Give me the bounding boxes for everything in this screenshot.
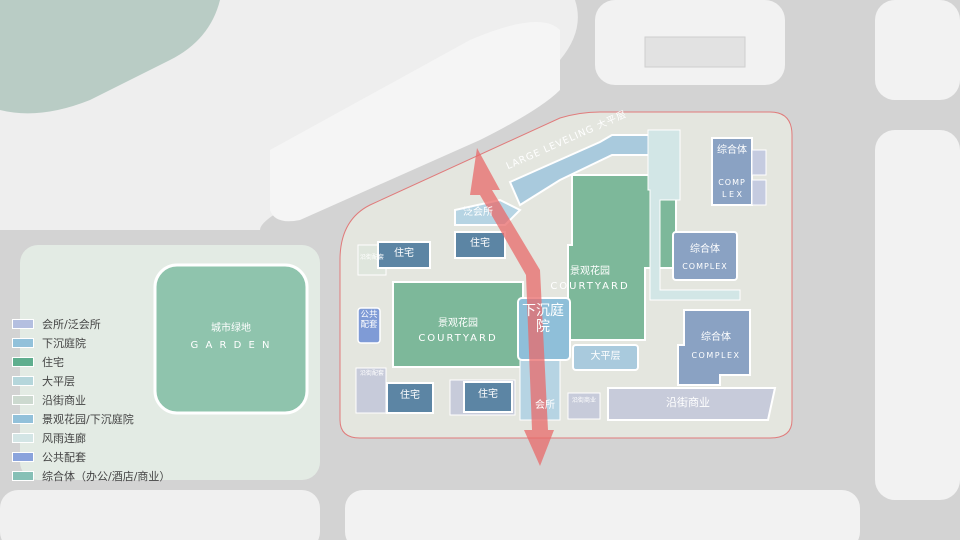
legend-label: 公共配套 xyxy=(42,450,86,464)
legend-label: 沿街商业 xyxy=(42,393,86,407)
complex-label-en: COMP xyxy=(718,178,746,187)
legend-swatch xyxy=(12,451,34,462)
legend-label: 风雨连廊 xyxy=(42,431,86,445)
legend-label: 下沉庭院 xyxy=(42,336,86,350)
residence-label: 住宅 xyxy=(400,390,420,401)
city-garden xyxy=(153,263,309,415)
public-facility-label: 公共配套 xyxy=(360,310,378,330)
complex-label-cn: 综合体 xyxy=(717,145,747,156)
legend-swatch xyxy=(12,413,34,424)
legend-item: 风雨连廊 xyxy=(12,428,170,447)
legend: 会所/泛会所下沉庭院住宅大平层沿街商业景观花园/下沉庭院风雨连廊公共配套综合体（… xyxy=(12,314,170,485)
pan-clubhouse-label: 泛会所 xyxy=(463,207,493,218)
garden-label-en: G A R D E N xyxy=(190,340,272,351)
courtyard-left-en: COURTYARD xyxy=(418,333,498,344)
legend-swatch xyxy=(12,375,34,386)
legend-label: 大平层 xyxy=(42,374,75,388)
courtyard-left xyxy=(392,281,524,368)
legend-item: 景观花园/下沉庭院 xyxy=(12,409,170,428)
legend-item: 会所/泛会所 xyxy=(12,314,170,333)
legend-swatch xyxy=(12,318,34,329)
legend-item: 下沉庭院 xyxy=(12,333,170,352)
legend-item: 综合体（办公/酒店/商业） xyxy=(12,466,170,485)
garden-label-cn: 城市绿地 xyxy=(211,323,251,334)
legend-item: 住宅 xyxy=(12,352,170,371)
complex-label-en: COMPLEX xyxy=(682,262,728,271)
legend-swatch xyxy=(12,432,34,443)
complex-label-cn: 综合体 xyxy=(701,332,731,343)
legend-swatch xyxy=(12,470,34,481)
legend-item: 沿街商业 xyxy=(12,390,170,409)
residence-label: 住宅 xyxy=(470,238,490,249)
street-support-label: 沿街配套 xyxy=(359,370,384,377)
platform-label: 大平层 xyxy=(590,351,621,362)
clubhouse-label: 会所 xyxy=(535,400,555,411)
sunken-courtyard-label: 下沉庭院 xyxy=(522,303,564,336)
legend-swatch xyxy=(12,394,34,405)
complex-label-en: L E X xyxy=(721,190,743,199)
courtyard-left-cn: 景观花园 xyxy=(438,318,478,329)
legend-label: 住宅 xyxy=(42,355,64,369)
residence-label: 住宅 xyxy=(394,248,414,259)
legend-item: 大平层 xyxy=(12,371,170,390)
legend-label: 会所/泛会所 xyxy=(42,317,101,331)
legend-swatch xyxy=(12,337,34,348)
complex-label-cn: 综合体 xyxy=(690,244,720,255)
courtyard-right-cn: 景观花园 xyxy=(570,266,610,277)
residence-label: 住宅 xyxy=(478,389,498,400)
street-retail-label: 沿街商业 xyxy=(666,396,710,409)
legend-item: 公共配套 xyxy=(12,447,170,466)
legend-label: 综合体（办公/酒店/商业） xyxy=(42,469,171,483)
street-support-label: 沿街配套 xyxy=(359,254,384,261)
legend-swatch xyxy=(12,356,34,367)
complex-label-en: COMPLEX xyxy=(691,351,741,360)
courtyard-right-en: COURTYARD xyxy=(550,281,630,292)
street-retail-small-label: 沿街商业 xyxy=(571,397,596,404)
courtyard-right xyxy=(567,174,677,341)
legend-label: 景观花园/下沉庭院 xyxy=(42,412,134,426)
axis-arrow xyxy=(470,148,554,466)
